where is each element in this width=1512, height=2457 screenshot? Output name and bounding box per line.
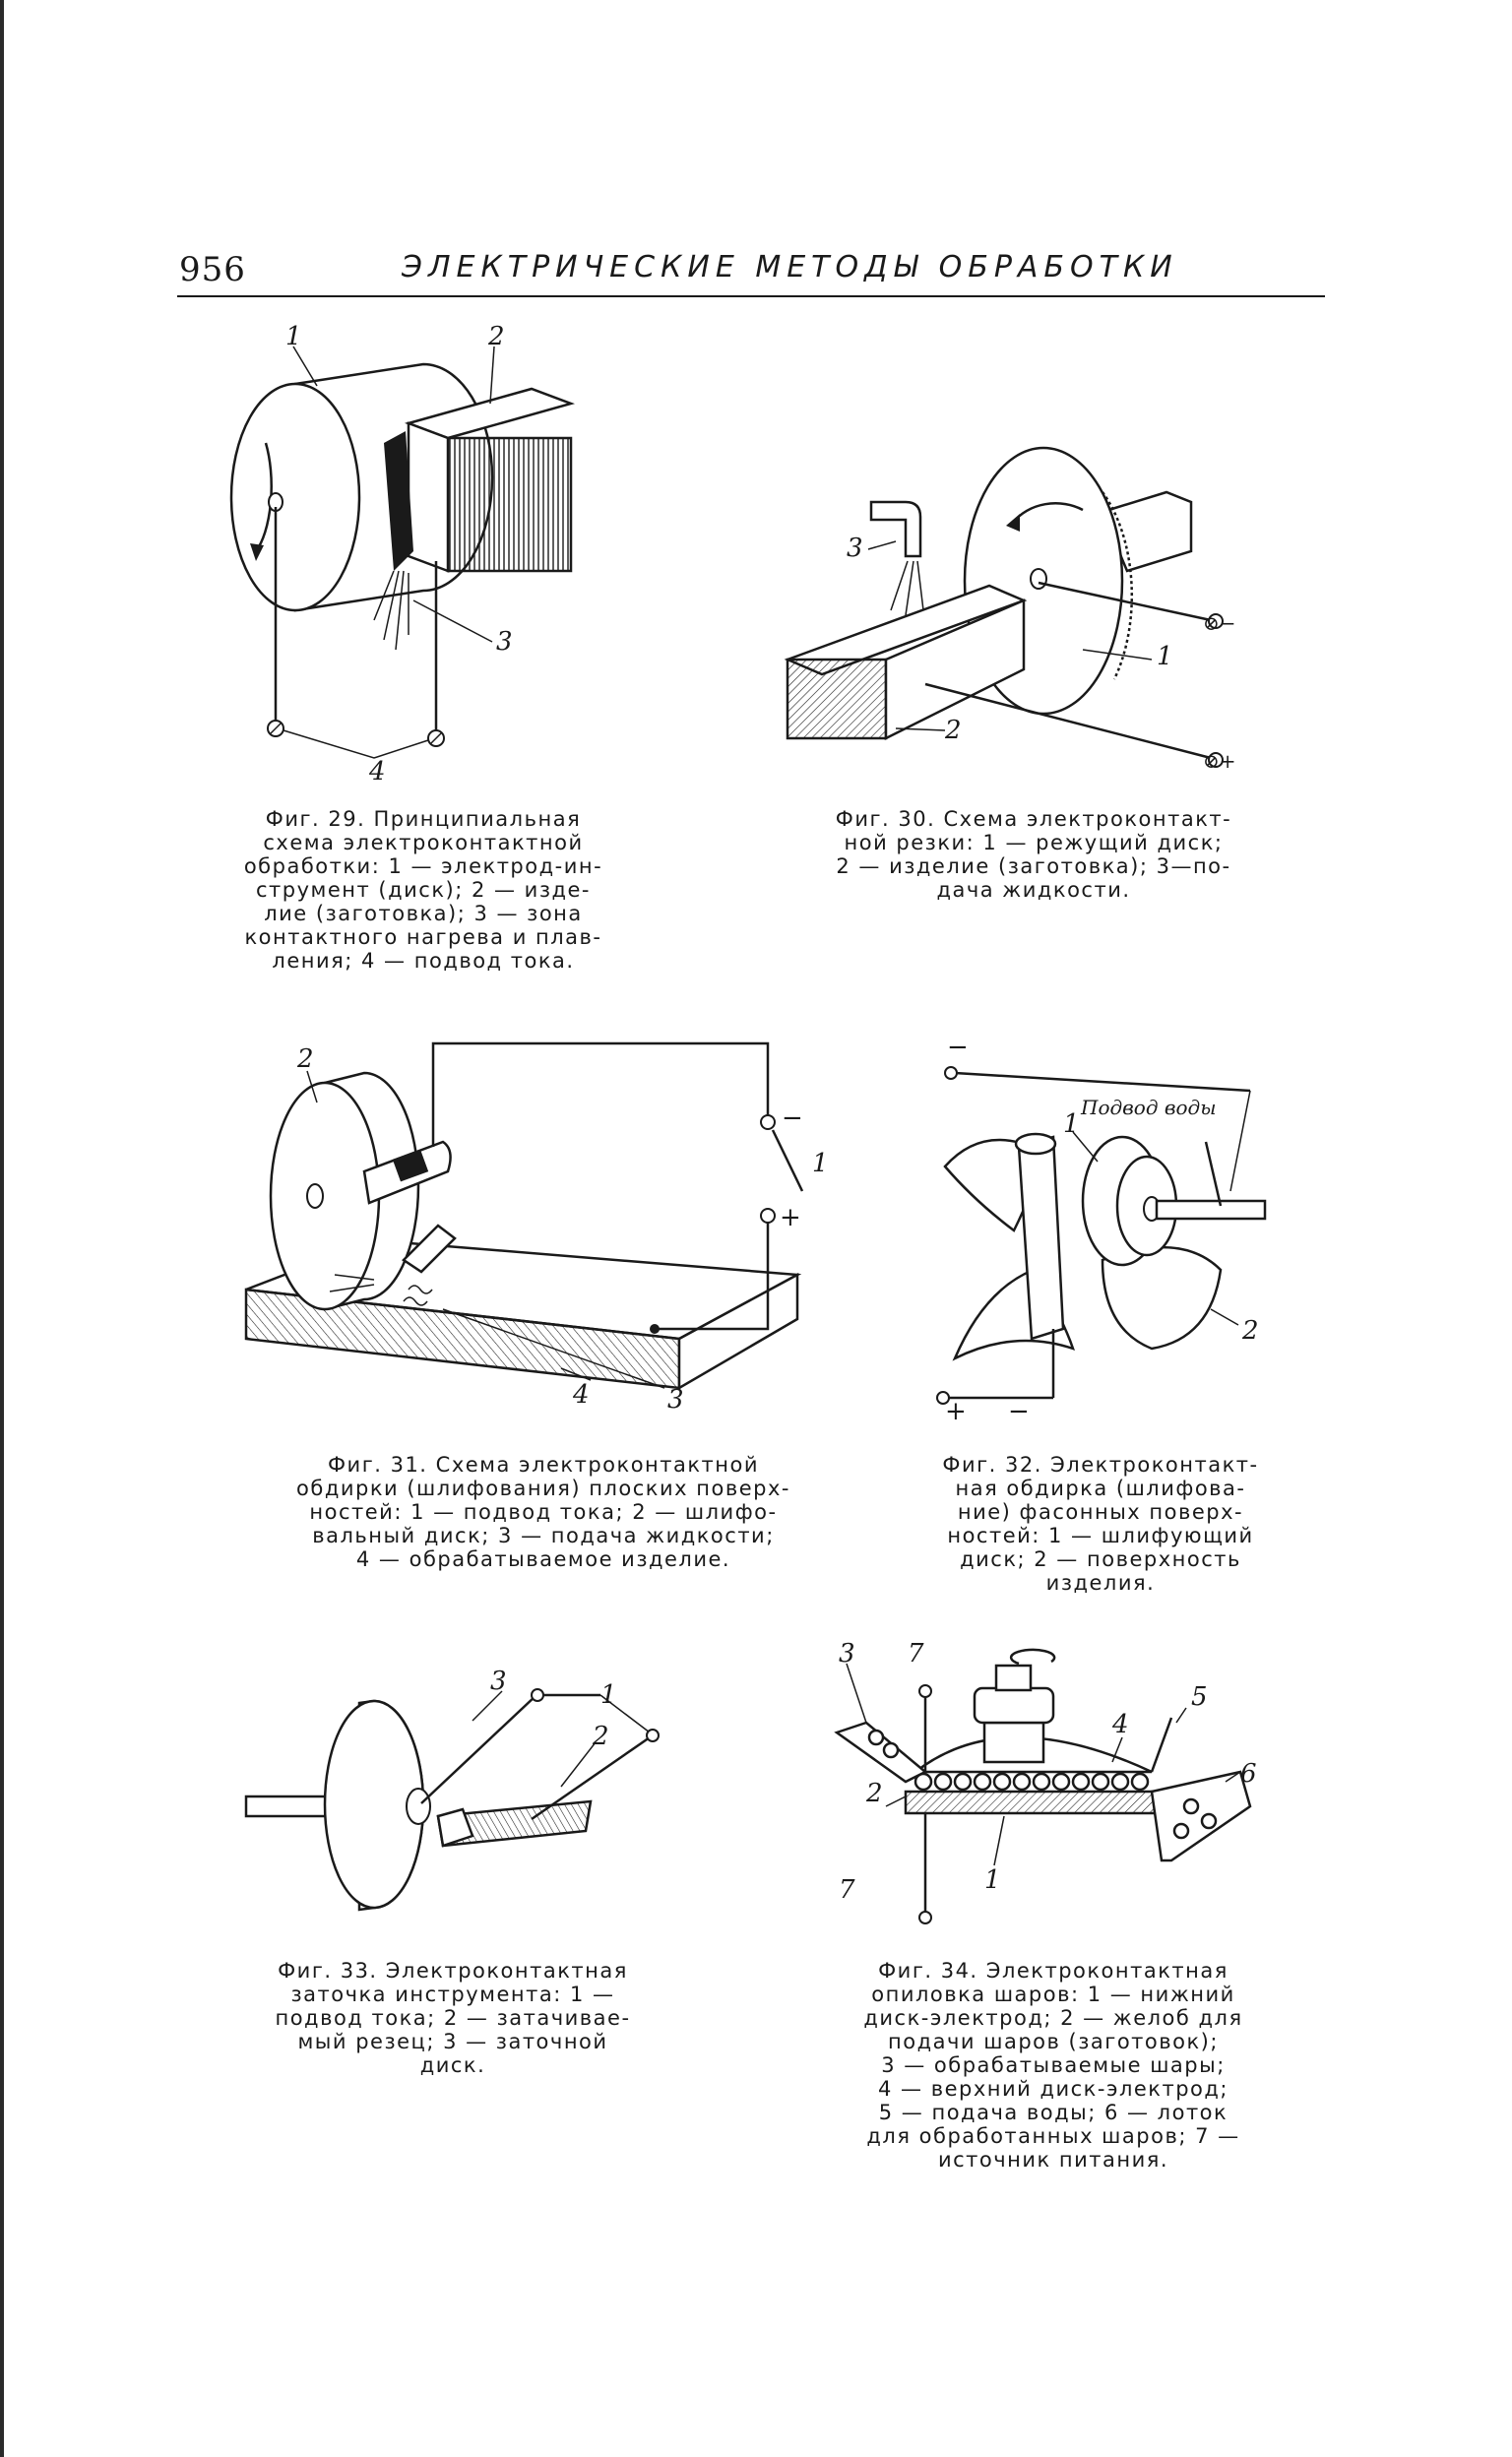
label-3: 3	[496, 627, 513, 657]
wire-minus	[954, 1071, 1251, 1093]
label-5: 5	[1191, 1682, 1208, 1712]
label-6: 6	[1240, 1759, 1257, 1789]
figure-34-caption: Фиг. 34. Электроконтактная опиловка шаро…	[863, 1959, 1243, 2172]
disc-face	[229, 382, 361, 612]
contact-zone	[384, 431, 413, 571]
workpiece-side	[407, 421, 450, 573]
running-head: ЭЛЕКТРИЧЕСКИЕ МЕТОДЫ ОБРАБОТКИ	[402, 250, 1178, 284]
nozzle	[869, 500, 922, 558]
wire-plus	[655, 1221, 770, 1331]
spindle	[1155, 1199, 1267, 1221]
sparks	[373, 570, 410, 651]
label-4: 4	[368, 757, 386, 787]
sparks	[329, 1274, 433, 1306]
label-plus: ⊘+	[1203, 749, 1236, 773]
page-number: 956	[179, 250, 246, 289]
figure-30-diagram: ⊘− ⊘+ 3 1 2	[778, 446, 1270, 788]
figure-32-caption: Фиг. 32. Электроконтакт- ная обдирка (шл…	[942, 1453, 1259, 1595]
figure-29-diagram: 1 2 3 4	[229, 322, 610, 788]
label-1: 1	[812, 1149, 829, 1178]
liquid-spray	[890, 560, 924, 616]
figure-34-svg: 3 7 4 5 2 6 1 7	[834, 1639, 1257, 1924]
figure-32-svg: − Подвод воды + − 1 2	[936, 1033, 1267, 1426]
figure-30-caption: Фиг. 30. Схема электроконтакт- ной резки…	[835, 807, 1232, 902]
water-pipe	[1204, 1141, 1223, 1207]
block-back	[1101, 490, 1193, 573]
figure-32-diagram: − Подвод воды + − 1 2	[925, 1033, 1290, 1426]
figure-30-svg: ⊘− ⊘+ 3 1 2	[784, 446, 1236, 773]
wire-2	[531, 1735, 651, 1821]
scan-edge	[0, 0, 4, 2457]
figure-33-caption: Фиг. 33. Электроконтактная заточка инстр…	[275, 1959, 631, 2077]
wire-minus	[431, 1041, 770, 1147]
header-rule	[177, 295, 1325, 297]
workpiece-end	[446, 436, 573, 573]
figure-33-diagram: 3 1 2	[236, 1667, 689, 1929]
label-3: 3	[667, 1385, 684, 1415]
rotation-arrow	[1009, 1648, 1056, 1666]
figure-31-diagram: − + 2 1 3 4	[236, 1024, 847, 1418]
label-2: 2	[1241, 1316, 1259, 1346]
wire-plus	[924, 682, 1212, 760]
label-1: 1	[1063, 1109, 1080, 1139]
output-tray	[1150, 1770, 1252, 1862]
leader-4	[283, 729, 429, 759]
workpiece-side	[884, 598, 1026, 741]
label-1: 1	[600, 1680, 617, 1710]
label-4: 4	[1111, 1710, 1129, 1739]
label-minus-2: −	[1008, 1397, 1030, 1426]
grinding-disc	[269, 1081, 381, 1311]
figure-34-diagram: 3 7 4 5 2 6 1 7	[827, 1634, 1270, 1939]
figure-33-svg: 3 1 2	[244, 1667, 660, 1912]
wire-1	[420, 1694, 537, 1804]
figure-29-svg: 1 2 3 4	[229, 322, 576, 787]
switch-blade	[771, 1129, 804, 1192]
figure-31-svg: − + 2 1 3 4	[244, 1041, 829, 1415]
lower-disc	[904, 1790, 1164, 1815]
label-4: 4	[572, 1380, 590, 1410]
figure-31-caption: Фиг. 31. Схема электроконтактной обдирки…	[296, 1453, 790, 1571]
liquid-nozzle	[402, 1224, 457, 1274]
workpiece-end	[786, 658, 888, 740]
label-minus: −	[947, 1033, 969, 1062]
wire-minus	[1038, 581, 1212, 622]
balls-row	[914, 1772, 1150, 1792]
water-nozzle	[1150, 1717, 1173, 1773]
label-7-top: 7	[908, 1639, 924, 1669]
label-2: 2	[592, 1722, 609, 1751]
upper-hub	[982, 1721, 1045, 1764]
label-2: 2	[296, 1044, 314, 1074]
label-1: 1	[285, 322, 302, 351]
figure-29-caption: Фиг. 29. Принципиальная схема электрокон…	[243, 807, 603, 973]
label-water: Подвод воды	[1080, 1096, 1217, 1119]
label-3: 3	[490, 1667, 507, 1696]
label-minus: ⊘−	[1203, 611, 1236, 635]
label-2: 2	[487, 322, 505, 351]
label-3: 3	[839, 1639, 855, 1669]
label-plus: +	[780, 1203, 801, 1232]
label-2: 2	[944, 716, 962, 745]
workpiece-surface	[1101, 1245, 1223, 1351]
label-1: 1	[984, 1865, 1001, 1895]
label-3: 3	[847, 534, 863, 563]
label-minus: −	[782, 1103, 803, 1133]
label-1: 1	[1157, 642, 1173, 671]
label-2: 2	[865, 1779, 883, 1808]
label-7-bottom: 7	[839, 1875, 855, 1905]
label-plus: +	[945, 1397, 967, 1426]
